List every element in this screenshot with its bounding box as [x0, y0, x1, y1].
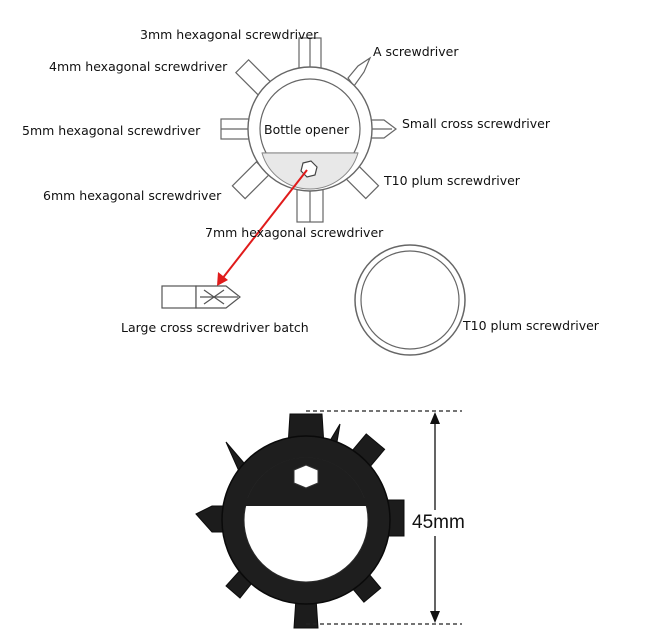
- label-large-cross: Large cross screwdriver batch: [121, 320, 309, 335]
- label-a-screwdriver: A screwdriver: [373, 44, 459, 59]
- label-6mm-hex: 6mm hexagonal screwdriver: [43, 188, 222, 203]
- key-ring-inner: [360, 250, 460, 350]
- label-4mm-hex: 4mm hexagonal screwdriver: [49, 59, 228, 74]
- label-t10-plum-ring: T10 plum screwdriver: [463, 318, 599, 333]
- pointer-arrow: [221, 169, 308, 280]
- label-bottle-opener: Bottle opener: [264, 122, 350, 137]
- label-small-cross: Small cross screwdriver: [402, 116, 551, 131]
- key-ring-outer: [354, 244, 466, 356]
- dimension-label: 45mm: [412, 512, 465, 533]
- large-cross-bit: [161, 285, 241, 309]
- tool-photo: [195, 413, 405, 629]
- label-5mm-hex: 5mm hexagonal screwdriver: [22, 123, 201, 138]
- dimension-guides: [306, 410, 462, 625]
- label-3mm-hex: 3mm hexagonal screwdriver: [140, 27, 319, 42]
- label-7mm-hex: 7mm hexagonal screwdriver: [205, 225, 384, 240]
- label-t10-plum-top: T10 plum screwdriver: [384, 173, 520, 188]
- photo-hex-hole-icon: [293, 464, 319, 489]
